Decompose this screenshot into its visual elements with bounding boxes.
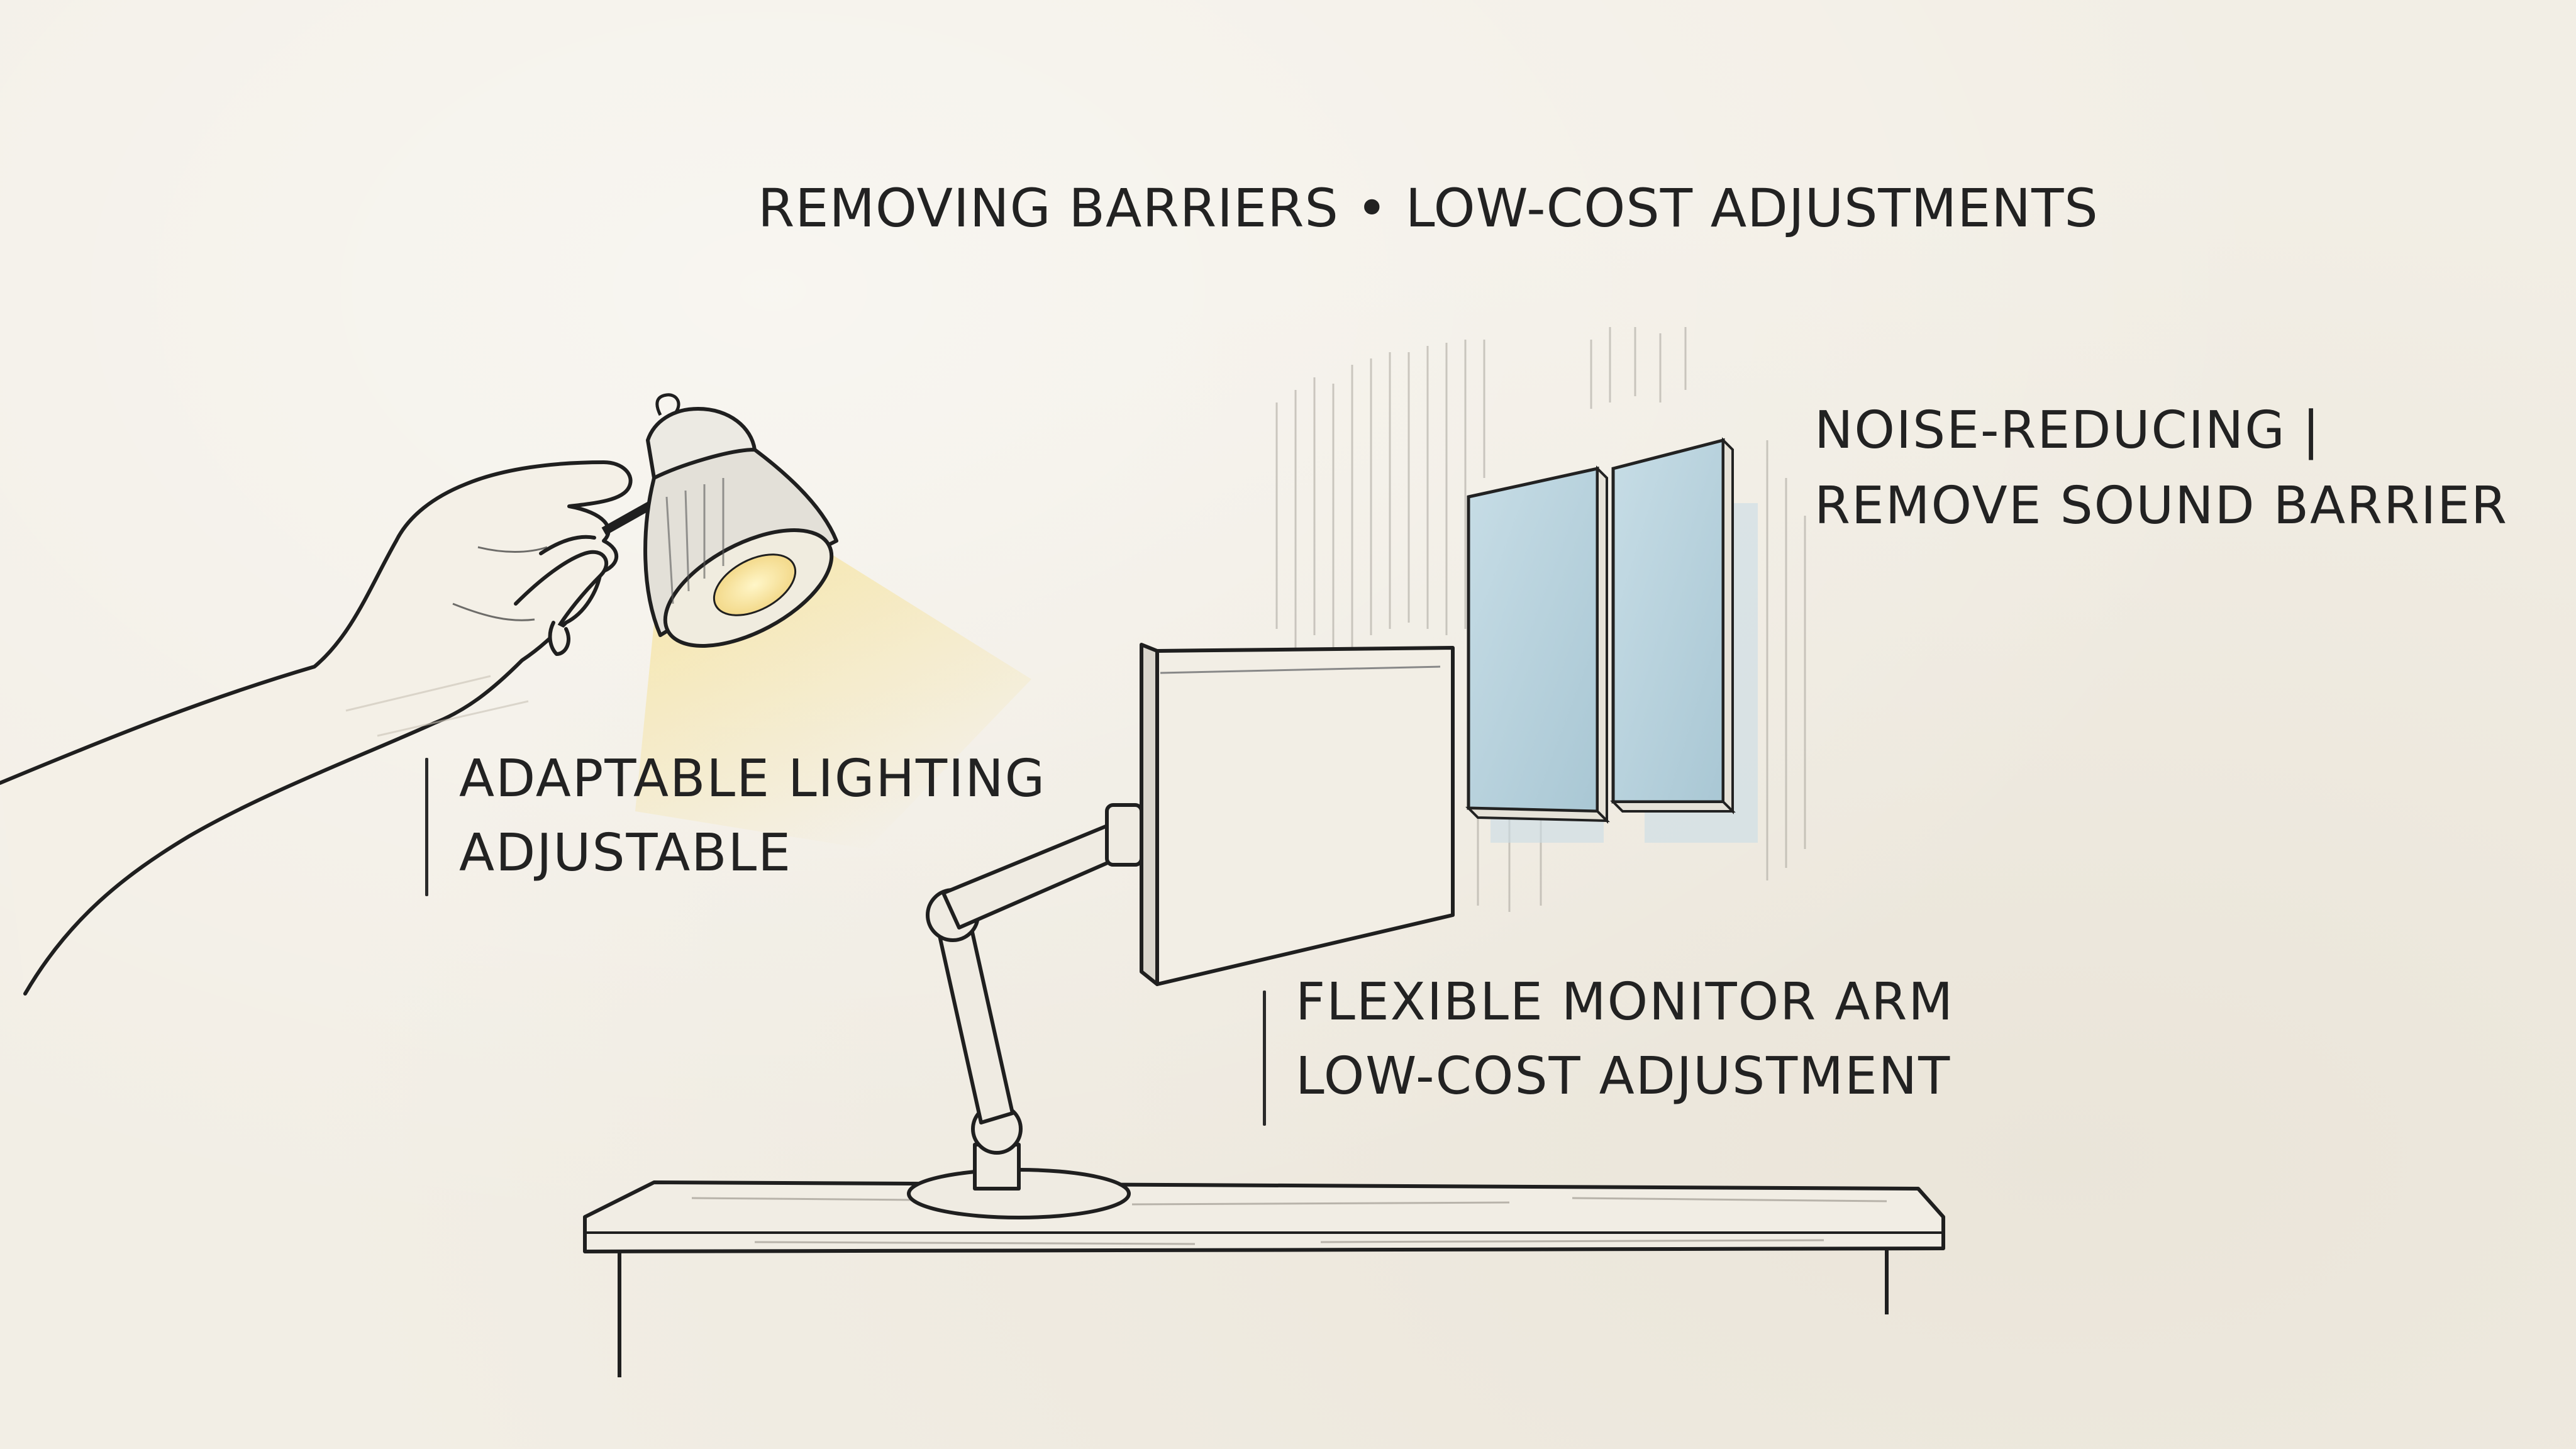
noise-callout-line1-wrap: NOISE-REDUCING |: [1814, 393, 2508, 469]
lighting-callout-line2: ADJUSTABLE: [459, 823, 792, 883]
pencil-strokes: [345, 675, 529, 737]
noise-callout: NOISE-REDUCING | REMOVE SOUND BARRIER: [1814, 393, 2508, 544]
hand-icon: [0, 460, 633, 996]
desk-hatching: [691, 1197, 1887, 1245]
lamp-shading: [665, 478, 724, 604]
monitor-callout-line1: FLEXIBLE MONITOR ARM: [1296, 972, 1955, 1032]
lighting-callout: ADAPTABLE LIGHTING ADJUSTABLE: [459, 742, 1046, 891]
desk-lamp-icon: [601, 393, 838, 648]
wall-hatching: [1275, 327, 1806, 912]
diagram-title: REMOVING BARRIERS • LOW-COST ADJUSTMENTS: [758, 177, 2099, 239]
monitor-callout-line2: LOW-COST ADJUSTMENT: [1296, 1046, 1951, 1106]
monitor-icon: [1140, 643, 1455, 986]
monitor-callout: FLEXIBLE MONITOR ARM LOW-COST ADJUSTMENT: [1296, 965, 1954, 1114]
lighting-callout-line1: ADAPTABLE LIGHTING: [459, 749, 1046, 809]
monitor-callout-rule: [1263, 991, 1266, 1126]
noise-callout-separator: |: [2302, 401, 2321, 460]
noise-callout-line2: REMOVE SOUND BARRIER: [1814, 476, 2509, 536]
desk-icon: [583, 1180, 1945, 1377]
noise-callout-line1: NOISE-REDUCING: [1814, 401, 2286, 460]
hand-finger-lines: [452, 546, 548, 621]
acoustic-panel-icon: [1465, 437, 1758, 843]
lighting-callout-rule: [425, 758, 428, 896]
